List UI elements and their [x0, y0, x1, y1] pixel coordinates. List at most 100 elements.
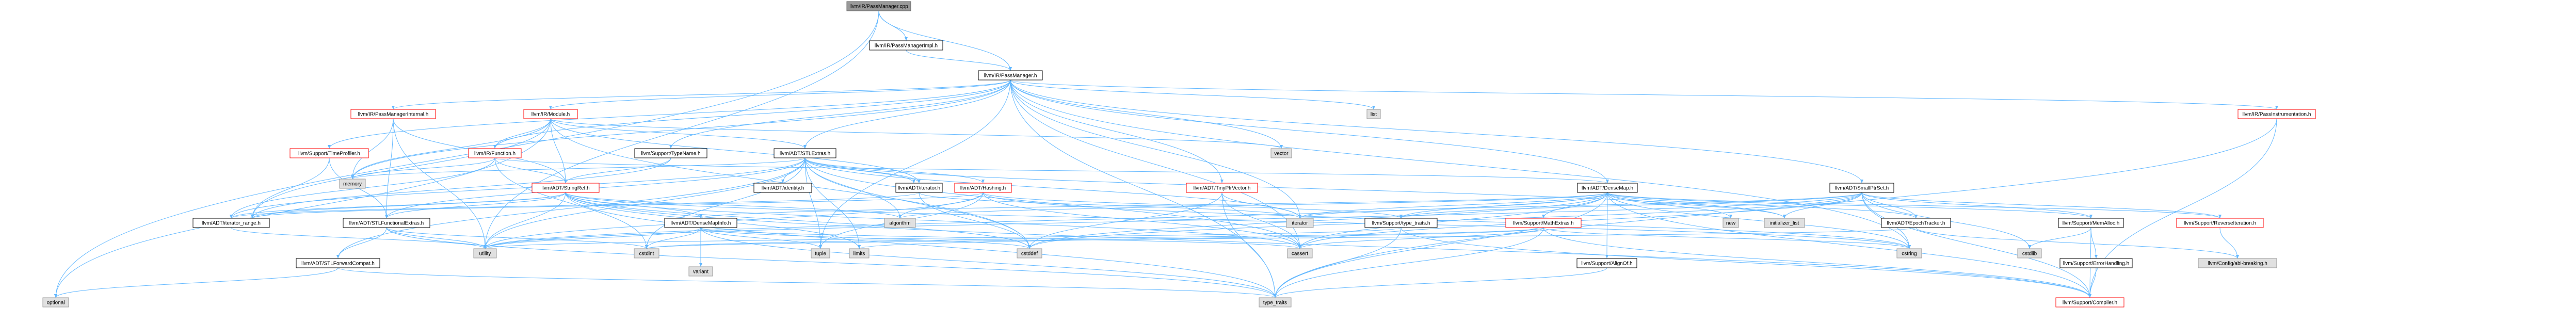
edge-memalloc-to-cstdlib — [2028, 227, 2091, 249]
node-epoch[interactable]: llvm/ADT/EpochTracker.h — [1881, 218, 1951, 228]
edge-mathextras-to-typetraits — [1274, 227, 1544, 298]
node-hashing[interactable]: llvm/ADT/Hashing.h — [954, 183, 1012, 193]
edge-stringref-to-compiler — [565, 192, 2091, 298]
node-box — [811, 248, 830, 259]
node-iteratorstd: iterator — [1286, 218, 1314, 228]
node-iterrange[interactable]: llvm/ADT/iterator_range.h — [192, 218, 270, 228]
node-box — [289, 148, 369, 158]
node-box — [2059, 258, 2133, 268]
edge-stlfunc-to-typetraits — [386, 227, 1277, 298]
edge-pm-to-cassert — [1010, 79, 1301, 249]
node-pmimpl[interactable]: llvm/IR/PassManagerImpl.h — [869, 40, 943, 51]
node-tinyptr[interactable]: llvm/ADT/TinyPtrVector.h — [1186, 183, 1258, 193]
edge-pm-to-smallptrset — [1010, 79, 1863, 184]
edge-stringref-to-utility — [484, 192, 566, 249]
edge-function-to-densemap — [494, 157, 1609, 184]
node-mathextras[interactable]: llvm/Support/MathExtras.h — [1505, 218, 1582, 228]
node-box — [884, 218, 916, 228]
node-box — [1186, 183, 1258, 193]
node-memalloc[interactable]: llvm/Support/MemAlloc.h — [2058, 218, 2124, 228]
node-cstring: cstring — [1896, 248, 1922, 259]
node-alignof[interactable]: llvm/Support/AlignOf.h — [1576, 258, 1637, 268]
edge-pmint-to-memory — [351, 118, 394, 180]
edge-timeprof-to-string — [251, 157, 330, 219]
node-label: memory — [343, 182, 362, 187]
node-label: llvm/Support/Compiler.h — [2063, 300, 2117, 306]
node-label: limits — [854, 251, 865, 257]
node-label: llvm/Support/AlignOf.h — [1581, 261, 1633, 267]
node-label: llvm/ADT/iterator.h — [898, 186, 940, 191]
edge-passinstr-to-typetraits — [1274, 118, 2277, 298]
node-label: new — [1726, 221, 1736, 227]
node-typename[interactable]: llvm/Support/TypeName.h — [634, 148, 707, 158]
node-function[interactable]: llvm/IR/Function.h — [468, 148, 522, 158]
edge-pm-to-memory — [351, 79, 1011, 180]
edge-densemapinfo-to-utility — [484, 227, 701, 249]
edge-smallptrset-to-memalloc — [1861, 192, 2092, 219]
node-label: llvm/ADT/SmallPtrSet.h — [1835, 186, 1889, 191]
node-passinstr[interactable]: llvm/IR/PassInstrumentation.h — [2237, 109, 2316, 119]
node-list: list — [1366, 109, 1381, 119]
node-cstdint: cstdint — [634, 248, 659, 259]
edge-pmimpl-to-pm — [906, 50, 1012, 71]
node-label: utility — [479, 251, 491, 257]
node-stlfwd[interactable]: llvm/ADT/STLForwardCompat.h — [296, 258, 380, 268]
edge-stlextras-to-hashing — [804, 157, 985, 184]
node-box — [895, 183, 943, 193]
node-stringref[interactable]: llvm/ADT/StringRef.h — [532, 183, 600, 193]
node-errhandling[interactable]: llvm/Support/ErrorHandling.h — [2059, 258, 2133, 268]
node-densemap[interactable]: llvm/ADT/DenseMap.h — [1577, 183, 1638, 193]
edge-densemapinfo-to-tuple — [700, 227, 822, 249]
node-label: llvm/Support/type_traits.h — [1372, 221, 1430, 227]
node-pmint[interactable]: llvm/IR/PassManagerInternal.h — [350, 109, 436, 119]
edge-module-to-iterator — [550, 118, 921, 184]
node-stlextras[interactable]: llvm/ADT/STLExtras.h — [774, 148, 836, 158]
node-variant: variant — [688, 266, 713, 277]
node-pm[interactable]: llvm/IR/PassManager.h — [978, 70, 1043, 80]
node-label: llvm/ADT/iterator_range.h — [202, 221, 261, 227]
node-root[interactable]: llvm/IR/PassManager.cpp — [846, 1, 911, 11]
edge-densemap-to-utility — [484, 192, 1608, 249]
node-box — [2237, 109, 2316, 119]
edge-smallptrset-to-cstddef — [1028, 192, 1862, 249]
node-module[interactable]: llvm/IR/Module.h — [523, 109, 578, 119]
edge-stringref-to-string — [251, 192, 566, 219]
node-timeprof[interactable]: llvm/Support/TimeProfiler.h — [289, 148, 369, 158]
edge-pm-to-cstring — [1010, 79, 1911, 249]
edge-stringref-to-typetraits — [565, 192, 1277, 298]
edge-densemap-to-iteratorstd — [1298, 192, 1608, 219]
node-abibreak: llvm/Config/abi-breaking.h — [2198, 258, 2277, 268]
node-box — [1722, 218, 1739, 228]
node-typetraits_llvm[interactable]: llvm/Support/type_traits.h — [1364, 218, 1438, 228]
node-label: llvm/ADT/identity.h — [762, 186, 804, 191]
edge-hashing-to-string — [251, 192, 984, 219]
node-compiler[interactable]: llvm/Support/Compiler.h — [2055, 297, 2124, 308]
edge-stlextras-to-functional — [804, 157, 915, 184]
node-box — [664, 218, 737, 228]
node-box — [1366, 109, 1381, 119]
edge-densemap-to-typetraits — [1274, 192, 1608, 298]
node-label: vector — [1274, 151, 1289, 157]
node-label: llvm/IR/PassManager.h — [984, 73, 1037, 79]
node-stlfunc[interactable]: llvm/ADT/STLFunctionalExtras.h — [343, 218, 430, 228]
node-box — [1286, 218, 1314, 228]
edge-stlextras-to-tuple — [804, 157, 822, 249]
node-box — [1896, 248, 1922, 259]
edge-densemap-to-typetraits_llvm — [1399, 192, 1608, 219]
node-revit[interactable]: llvm/Support/ReverseIteration.h — [2176, 218, 2264, 228]
edge-densemapinfo-to-cassert — [700, 227, 1301, 249]
edge-pm-to-timeprof — [328, 79, 1011, 149]
node-identity[interactable]: llvm/ADT/identity.h — [753, 183, 812, 193]
node-densemapinfo[interactable]: llvm/ADT/DenseMapInfo.h — [664, 218, 737, 228]
node-smallptrset[interactable]: llvm/ADT/SmallPtrSet.h — [1829, 183, 1894, 193]
node-iterator[interactable]: llvm/ADT/iterator.h — [895, 183, 943, 193]
edge-stlextras-to-cstddef — [804, 157, 1031, 249]
node-box — [1017, 248, 1042, 259]
edge-smallptrset-to-iteratorstd — [1298, 192, 1862, 219]
node-label: llvm/ADT/STLExtras.h — [780, 151, 830, 157]
node-label: llvm/ADT/Hashing.h — [960, 186, 1006, 191]
edge-mathextras-to-compiler — [1543, 227, 2091, 298]
edge-pm-to-tinyptr — [1010, 79, 1223, 184]
node-box — [1881, 218, 1951, 228]
node-box — [634, 248, 659, 259]
